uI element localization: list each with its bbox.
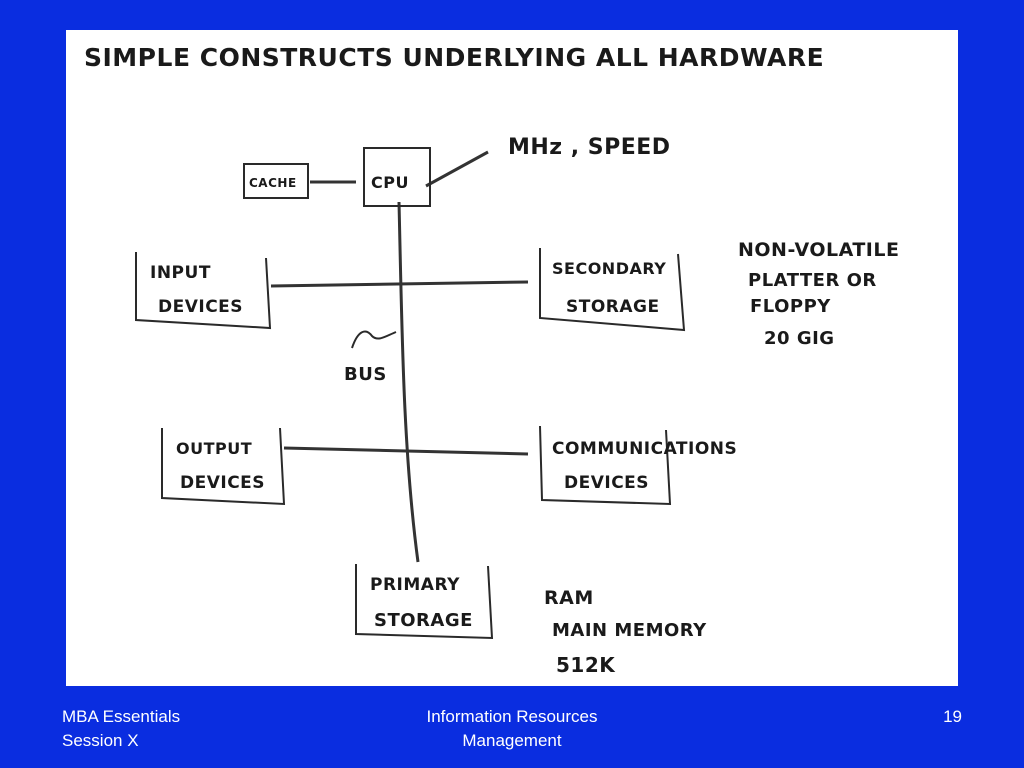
cpu-label: CPU xyxy=(371,173,409,192)
cpu-box xyxy=(363,147,431,207)
secondary-label-1: SECONDARY xyxy=(552,259,666,278)
primary-note-1: RAM xyxy=(544,587,594,609)
cpu-note-connector xyxy=(425,150,489,188)
footer-topic-1: Information Resources xyxy=(426,707,598,726)
primary-label-2: STORAGE xyxy=(374,610,473,631)
footer-left: MBA Essentials Session X xyxy=(62,705,180,753)
secondary-note-1: NON-VOLATILE xyxy=(738,239,899,261)
footer-topic-2: Management xyxy=(462,731,562,750)
input-label-2: DEVICES xyxy=(158,297,243,317)
output-label-2: DEVICES xyxy=(180,473,265,493)
primary-note-2: MAIN MEMORY xyxy=(552,620,707,641)
primary-storage-box xyxy=(355,564,494,640)
secondary-note-3: FLOPPY xyxy=(750,296,831,317)
primary-note-3: 512K xyxy=(556,653,616,677)
comm-label-2: DEVICES xyxy=(564,473,649,493)
output-devices-box xyxy=(161,427,286,506)
secondary-storage-box xyxy=(539,248,686,332)
secondary-label-2: STORAGE xyxy=(566,297,660,317)
output-comm-connector xyxy=(283,446,529,456)
footer-center: Information Resources Management xyxy=(380,705,644,753)
comm-devices-box xyxy=(539,425,672,506)
secondary-note-4: 20 GIG xyxy=(764,328,835,349)
cache-box xyxy=(243,163,309,199)
bus-label: BUS xyxy=(344,364,387,385)
input-label-1: INPUT xyxy=(150,263,211,283)
cpu-note: MHz , SPEED xyxy=(508,135,671,160)
secondary-note-2: PLATTER OR xyxy=(748,270,877,291)
input-secondary-connector xyxy=(270,280,529,288)
hardware-diagram: SIMPLE CONSTRUCTS UNDERLYING ALL HARDWAR… xyxy=(84,43,899,677)
slide-canvas: SIMPLE CONSTRUCTS UNDERLYING ALL HARDWAR… xyxy=(66,30,958,686)
input-devices-box xyxy=(135,252,272,330)
footer-session: Session X xyxy=(62,731,139,750)
primary-label-1: PRIMARY xyxy=(370,575,460,595)
bus-arrow xyxy=(351,330,397,349)
output-label-1: OUTPUT xyxy=(176,439,252,458)
bus-line xyxy=(397,201,420,563)
footer-course: MBA Essentials xyxy=(62,707,181,726)
slide-title: SIMPLE CONSTRUCTS UNDERLYING ALL HARDWAR… xyxy=(84,43,824,72)
footer-page-number: 19 xyxy=(943,707,962,726)
cache-label: CACHE xyxy=(249,176,297,190)
comm-label-1: COMMUNICATIONS xyxy=(552,439,737,459)
